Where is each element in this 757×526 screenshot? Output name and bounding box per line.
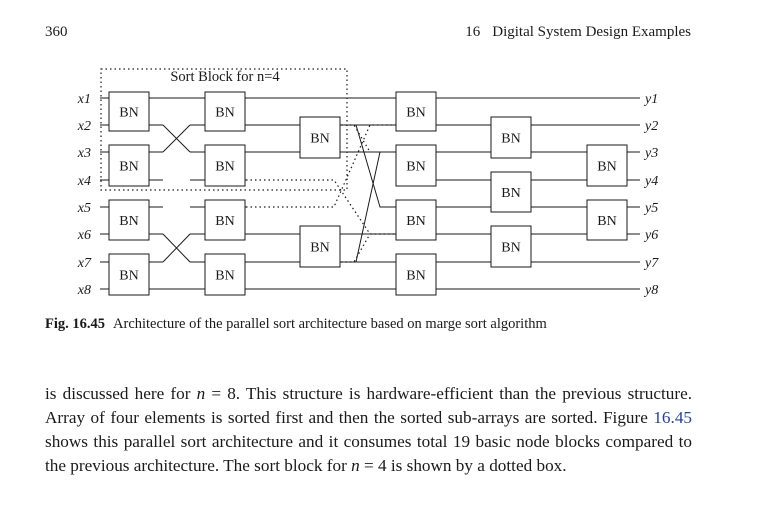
bn-node: [108, 91, 150, 132]
bn-label: BN: [597, 214, 616, 229]
output-label: y4: [643, 174, 658, 189]
bn-label: BN: [119, 269, 138, 284]
crossover: [341, 124, 396, 208]
crossover: [162, 124, 191, 153]
dotted-wire: [341, 124, 371, 153]
bn-label: BN: [406, 106, 425, 121]
chapter-title: Digital System Design Examples: [492, 24, 691, 40]
sort-block-label: Sort Block for n=4: [170, 69, 280, 85]
output-label: y3: [643, 146, 658, 161]
bn-node: [586, 144, 628, 187]
bn-label: BN: [501, 186, 520, 201]
caption-text: Architecture of the parallel sort archit…: [113, 316, 547, 332]
running-head: 16 Digital System Design Examples: [465, 24, 691, 41]
bn-node: [395, 199, 437, 241]
page-number: 360: [45, 24, 68, 40]
bn-node: [108, 144, 150, 187]
bn-label: BN: [501, 132, 520, 147]
bn-label: BN: [215, 214, 234, 229]
body-paragraph: is discussed here for n = 8. This struct…: [45, 384, 692, 475]
bn-node: [108, 253, 150, 296]
bn-label: BN: [501, 241, 520, 256]
input-label: x3: [77, 146, 91, 161]
bn-label: BN: [119, 106, 138, 121]
figure-label: Fig. 16.45: [45, 316, 106, 332]
bn-node: [204, 253, 246, 296]
bn-node: [204, 144, 246, 187]
bn-label: BN: [119, 214, 138, 229]
bn-node: [490, 116, 532, 159]
output-label: y5: [643, 201, 658, 216]
output-label: y2: [643, 119, 658, 134]
output-label: y7: [643, 256, 659, 271]
output-label: y6: [643, 228, 658, 243]
bn-node: [490, 171, 532, 213]
bn-node: [395, 144, 437, 187]
dotted-wire: [341, 233, 371, 263]
bn-node: [395, 253, 437, 296]
input-label: x5: [77, 201, 91, 216]
bn-label: BN: [406, 160, 425, 175]
figure-caption: Fig. 16.45 Architecture of the parallel s…: [45, 316, 547, 333]
output-label: y8: [643, 283, 658, 298]
bn-node: [490, 225, 532, 268]
bn-node: [299, 225, 341, 268]
input-label: x8: [77, 283, 91, 298]
sort-block-outline: [100, 68, 348, 191]
input-label: x4: [77, 174, 91, 189]
output-label: y1: [643, 92, 658, 107]
bn-node: [299, 116, 341, 159]
figure-reference-link[interactable]: 16.45: [653, 408, 692, 427]
bn-node: [204, 199, 246, 241]
input-label: x6: [77, 228, 91, 243]
bn-label: BN: [597, 160, 616, 175]
bn-label: BN: [119, 160, 138, 175]
crossover: [162, 233, 191, 263]
crossover: [341, 151, 396, 263]
bn-label: BN: [310, 241, 329, 256]
bn-node: [204, 91, 246, 132]
bn-node: [586, 199, 628, 241]
bn-label: BN: [215, 160, 234, 175]
bn-label: BN: [310, 132, 329, 147]
bn-node: [108, 199, 150, 241]
input-label: x7: [77, 256, 92, 271]
bn-label: BN: [406, 269, 425, 284]
chapter-number: 16: [465, 24, 481, 40]
bn-label: BN: [406, 214, 425, 229]
bn-node: [395, 91, 437, 132]
input-label: x1: [77, 92, 91, 107]
bn-label: BN: [215, 269, 234, 284]
bn-label: BN: [215, 106, 234, 121]
sort-architecture-diagram: BN BN BN BN BN BN BN BN BN BN BN BN BN BN BN BN BN BN BN So…: [77, 68, 659, 298]
input-label: x2: [77, 119, 91, 134]
